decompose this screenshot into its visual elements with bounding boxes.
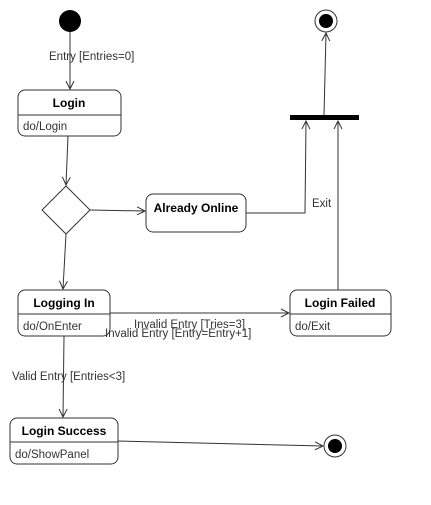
state-logging-in-activity: do/OnEnter — [23, 321, 82, 333]
state-login-failed-name: Login Failed — [305, 296, 376, 310]
state-login-success-name: Login Success — [22, 424, 107, 438]
edge-logging-in-to-success — [63, 335, 64, 417]
edge-decision-to-logging-in — [63, 233, 66, 289]
label-valid-entry: Valid Entry [Entries<3] — [12, 371, 125, 383]
state-login-failed-activity: do/Exit — [295, 321, 331, 333]
edge-decision-to-already-online — [89, 210, 145, 211]
edge-success-to-final — [117, 440, 323, 446]
state-login-failed: Login Failed do/Exit — [289, 289, 392, 337]
state-login-success-activity: do/ShowPanel — [15, 449, 89, 461]
final-node-bottom — [323, 434, 347, 458]
state-already-online-name: Already Online — [154, 201, 239, 215]
label-exit: Exit — [312, 198, 332, 210]
decision-node — [41, 185, 91, 235]
state-logging-in: Logging In do/OnEnter — [17, 289, 111, 337]
label-invalid-tries: Invalid Entry [Tries=3] — [134, 319, 245, 331]
label-invalid-entry: Invalid Entry [Entry=Entry+1] — [105, 328, 251, 340]
edge-already-online-to-join — [246, 121, 306, 214]
state-login-name: Login — [53, 96, 86, 110]
initial-node — [59, 10, 81, 32]
state-login: Login do/Login — [17, 89, 122, 137]
state-login-success: Login Success do/ShowPanel — [9, 417, 119, 465]
state-already-online: Already Online — [145, 193, 247, 233]
final-node-top — [314, 9, 338, 33]
edge-login-to-decision — [66, 135, 68, 185]
join-bar — [290, 115, 359, 120]
edge-join-to-final — [324, 33, 326, 116]
label-entry: Entry [Entries=0] — [49, 51, 134, 63]
state-logging-in-name: Logging In — [33, 296, 94, 310]
state-login-activity: do/Login — [23, 121, 67, 133]
